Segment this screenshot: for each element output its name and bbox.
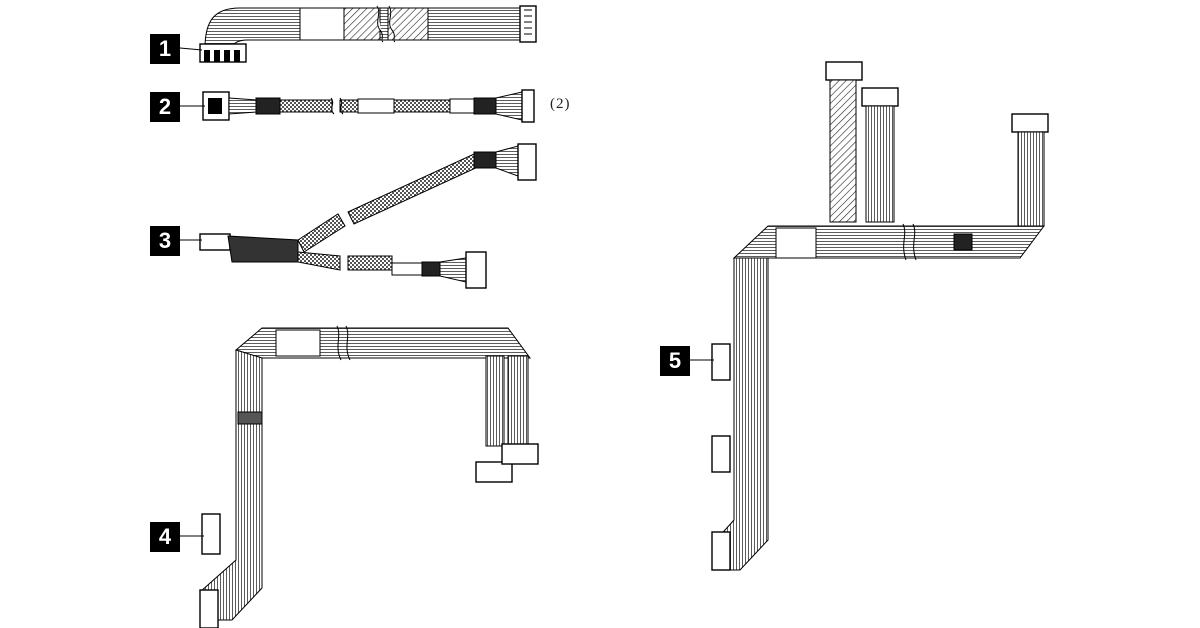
callout-3: 3 [150, 226, 180, 256]
cable-2-quantity: (2) [550, 96, 571, 112]
cable-3 [180, 143, 537, 289]
cable-4 [180, 325, 539, 628]
callout-4: 4 [150, 522, 180, 552]
cable-5 [690, 61, 1049, 571]
cable-2 [180, 89, 535, 123]
cable-1 [179, 5, 537, 63]
callout-5: 5 [660, 346, 690, 376]
callout-2: 2 [150, 92, 180, 122]
callout-1: 1 [150, 34, 180, 64]
